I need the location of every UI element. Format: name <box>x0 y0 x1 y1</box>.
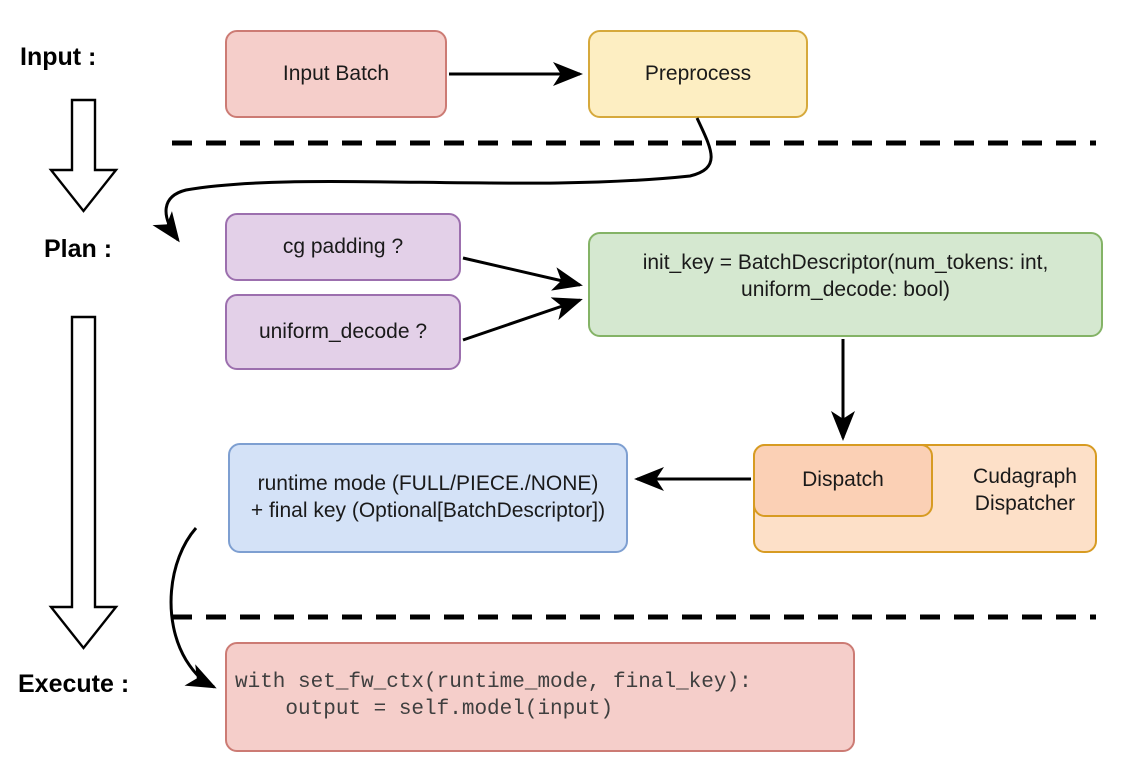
node-cg-padding[interactable]: cg padding ? <box>225 213 461 281</box>
connector-runtime-mode-to-execute-code <box>169 527 217 689</box>
node-execute-code-text: with set_fw_ctx(runtime_mode, final_key)… <box>235 670 752 724</box>
node-init-key-line2: uniform_decode: bool) <box>741 277 950 301</box>
connector-cg-padding-to-init-key <box>462 256 583 291</box>
stage-label-plan: Plan : <box>44 235 113 263</box>
node-init-key[interactable]: init_key = BatchDescriptor(num_tokens: i… <box>588 232 1103 337</box>
connector-uniform-decode-to-init-key <box>462 297 583 342</box>
node-execute-code[interactable]: with set_fw_ctx(runtime_mode, final_key)… <box>225 642 855 752</box>
input-to-plan-arrow <box>48 98 119 213</box>
stage-label-execute: Execute : <box>18 670 130 698</box>
node-uniform-decode-label: uniform_decode ? <box>258 319 428 343</box>
node-execute-code-line2: output = self.model(input) <box>235 698 614 721</box>
node-dispatch[interactable]: Dispatch <box>753 444 933 517</box>
node-execute-code-line1: with set_fw_ctx(runtime_mode, final_key)… <box>235 671 752 695</box>
node-cudagraph-dispatcher-line1: Cudagraph <box>973 465 1077 488</box>
node-input-batch-label: Input Batch <box>282 61 390 85</box>
node-preprocess[interactable]: Preprocess <box>588 30 808 118</box>
node-runtime-mode-line2: + final key (Optional[BatchDescriptor]) <box>250 499 606 522</box>
node-dispatch-label: Dispatch <box>802 468 884 492</box>
node-init-key-line1: init_key = BatchDescriptor(num_tokens: i… <box>642 251 1049 274</box>
node-uniform-decode[interactable]: uniform_decode ? <box>225 294 461 370</box>
plan-to-execute-arrow <box>48 315 119 650</box>
node-runtime-mode[interactable]: runtime mode (FULL/PIECE./NONE) + final … <box>228 443 628 553</box>
node-runtime-mode-line1: runtime mode (FULL/PIECE./NONE) <box>257 472 599 496</box>
node-input-batch[interactable]: Input Batch <box>225 30 447 118</box>
node-cudagraph-dispatcher-line2: Dispatcher <box>974 491 1076 515</box>
stage-label-input: Input : <box>20 43 97 71</box>
node-preprocess-label: Preprocess <box>644 61 752 85</box>
node-cg-padding-label: cg padding ? <box>282 234 404 258</box>
